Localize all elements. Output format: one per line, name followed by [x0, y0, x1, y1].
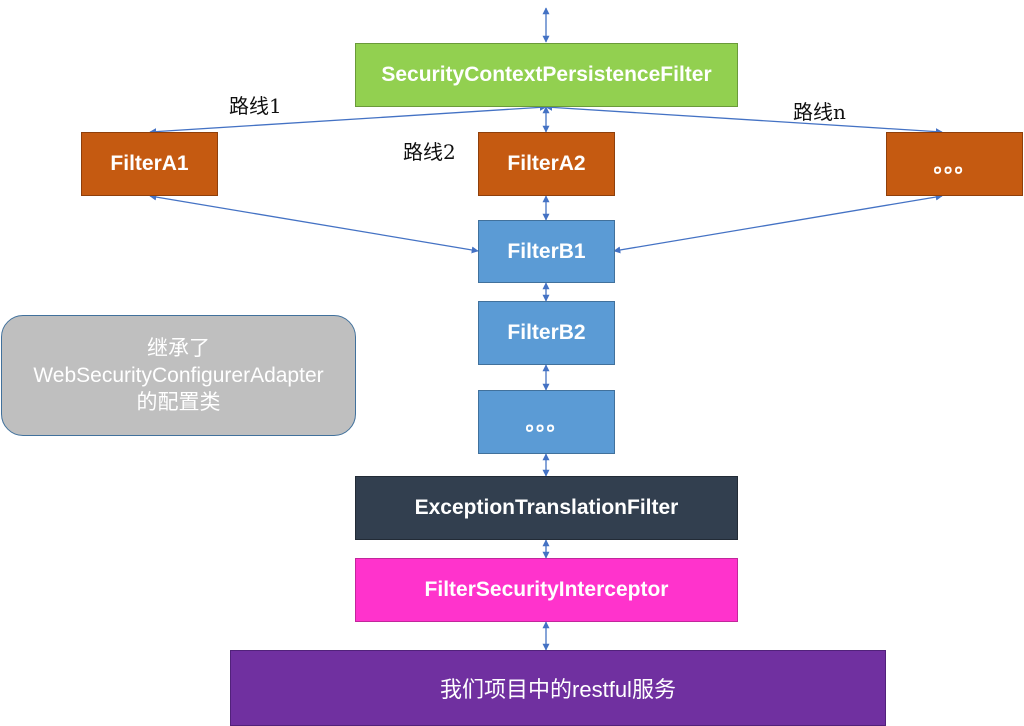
filter-a-ellipsis-node: 。。。: [886, 132, 1023, 196]
filter-b1-label: FilterB1: [507, 239, 586, 263]
config-class-note-line-1: 继承了: [147, 337, 210, 360]
restful-service-node: 我们项目中的restful服务: [230, 650, 886, 726]
filter-a2-label: FilterA2: [507, 152, 586, 175]
filter-b2-label: FilterB2: [507, 321, 586, 344]
filter-a2-node: FilterA2: [478, 132, 615, 196]
filter-a1-node: FilterA1: [81, 132, 218, 196]
arrow-route-n-top: [545, 103, 943, 136]
route-2-label: 路线2: [403, 140, 456, 164]
filter-security-interceptor-node: FilterSecurityInterceptor: [355, 558, 738, 622]
filter-b2-node: FilterB2: [478, 301, 615, 365]
exception-translation-filter-label: ExceptionTranslationFilter: [414, 496, 679, 519]
config-class-note: 继承了 WebSecurityConfigurerAdapter 的配置类: [1, 315, 356, 436]
route-1-label: 路线1: [229, 94, 282, 118]
filter-a-ellipsis-label: 。。。: [933, 154, 976, 177]
filter-security-interceptor-label: FilterSecurityInterceptor: [424, 578, 669, 601]
exception-translation-filter-node: ExceptionTranslationFilter: [355, 476, 738, 540]
restful-service-label: 我们项目中的restful服务: [440, 677, 676, 702]
filter-a1-label: FilterA1: [110, 152, 189, 175]
security-context-persistence-filter-node: SecurityContextPersistenceFilter: [355, 43, 738, 107]
filter-b-ellipsis-label: 。。。: [525, 412, 568, 435]
security-context-persistence-filter-label: SecurityContextPersistenceFilter: [381, 63, 712, 86]
config-class-note-line-2: WebSecurityConfigurerAdapter: [33, 364, 324, 387]
route-n-label: 路线n: [793, 100, 846, 124]
arrow-route-1-bottom: [149, 193, 479, 254]
filter-b-ellipsis-node: 。。。: [478, 390, 615, 454]
filter-b1-node: FilterB1: [478, 220, 615, 283]
config-class-note-line-3: 的配置类: [136, 391, 221, 414]
arrow-route-1-top: [149, 103, 547, 136]
arrow-route-n-bottom: [613, 193, 943, 254]
